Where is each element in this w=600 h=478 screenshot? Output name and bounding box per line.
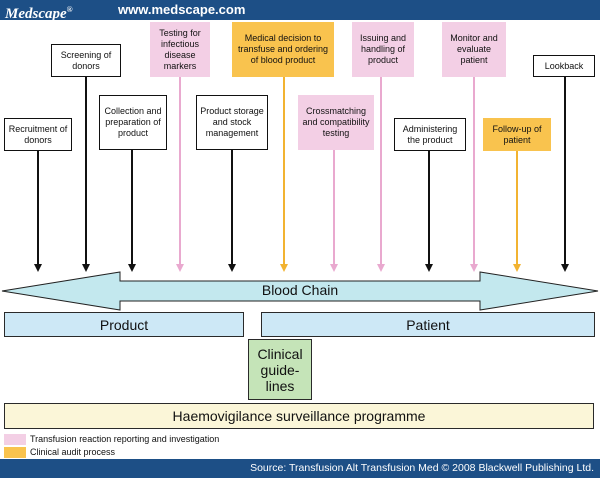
medscape-logo[interactable]: Medscape®: [5, 5, 73, 22]
step-screening: Screening of donors: [51, 44, 121, 77]
patient-bar: Patient: [261, 312, 595, 337]
step-followup: Follow-up of patient: [483, 118, 551, 151]
step-administering: Administering the product: [394, 118, 466, 151]
blood-chain-label: Blood Chain: [261, 282, 339, 298]
clinical-guidelines-box: Clinical guide-lines: [248, 339, 312, 400]
step-recruitment: Recruitment of donors: [4, 118, 72, 151]
step-storage: Product storage and stock management: [196, 95, 268, 150]
product-bar: Product: [4, 312, 244, 337]
haemovigilance-bar: Haemovigilance surveillance programme: [4, 403, 594, 429]
legend-swatch-yellow: [4, 446, 26, 458]
legend-item-clinical-audit: Clinical audit process: [4, 446, 115, 458]
step-decision: Medical decision to transfuse and orderi…: [232, 22, 334, 77]
source-citation: Source: Transfusion Alt Transfusion Med …: [250, 462, 594, 474]
step-collection: Collection and preparation of product: [99, 95, 167, 150]
step-lookback: Lookback: [533, 55, 595, 77]
legend-swatch-pink: [4, 433, 26, 445]
step-issuing: Issuing and handling of product: [352, 22, 414, 77]
step-crossmatching: Crossmatching and compatibility testing: [298, 95, 374, 150]
footer-bar: Source: Transfusion Alt Transfusion Med …: [0, 459, 600, 478]
step-monitor: Monitor and evaluate patient: [442, 22, 506, 77]
blood-chain-arrow: [1, 271, 599, 311]
site-url[interactable]: www.medscape.com: [118, 2, 246, 17]
legend-label: Transfusion reaction reporting and inves…: [30, 434, 220, 444]
legend-label: Clinical audit process: [30, 447, 116, 457]
legend-item-reaction-reporting: Transfusion reaction reporting and inves…: [4, 433, 219, 445]
header-bar: Medscape® www.medscape.com: [0, 0, 600, 22]
step-testing: Testing for infectious disease markers: [150, 22, 210, 77]
